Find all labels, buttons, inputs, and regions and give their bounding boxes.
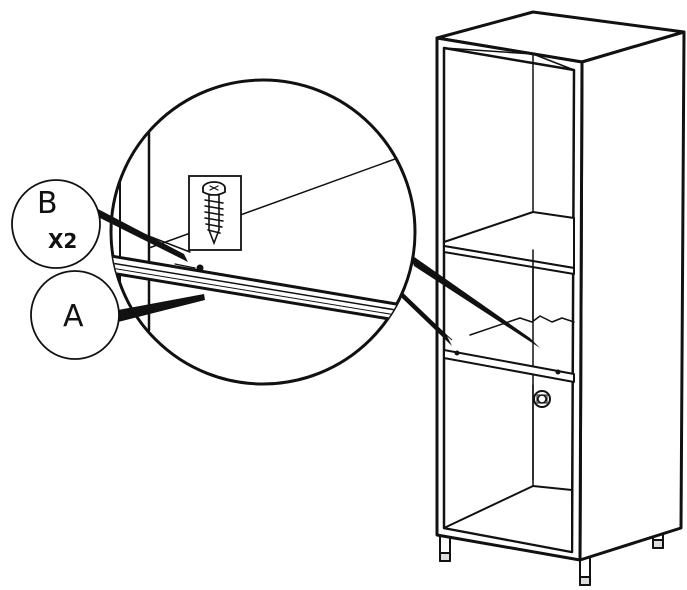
part-b-letter: B xyxy=(37,186,58,221)
detail-screw-hole xyxy=(196,264,204,272)
tall-cabinet xyxy=(435,10,686,586)
callout-a: A xyxy=(30,270,205,360)
screw-icon xyxy=(202,181,226,246)
magnifier-leaders xyxy=(397,254,540,348)
bottom-shelf xyxy=(443,485,573,553)
callout-b: B X2 xyxy=(11,179,188,269)
part-b-quantity: X2 xyxy=(48,229,77,253)
detail-rail xyxy=(111,253,415,326)
screw-box xyxy=(188,175,242,251)
cabinet-front-frame xyxy=(435,36,584,562)
mounting-hole-icon xyxy=(533,390,551,408)
cabinet-rail xyxy=(443,349,575,383)
part-a-letter: A xyxy=(63,299,84,334)
torn-back-panel xyxy=(469,315,575,336)
cabinet-right-side xyxy=(578,30,686,562)
detail-magnifier xyxy=(109,78,417,386)
